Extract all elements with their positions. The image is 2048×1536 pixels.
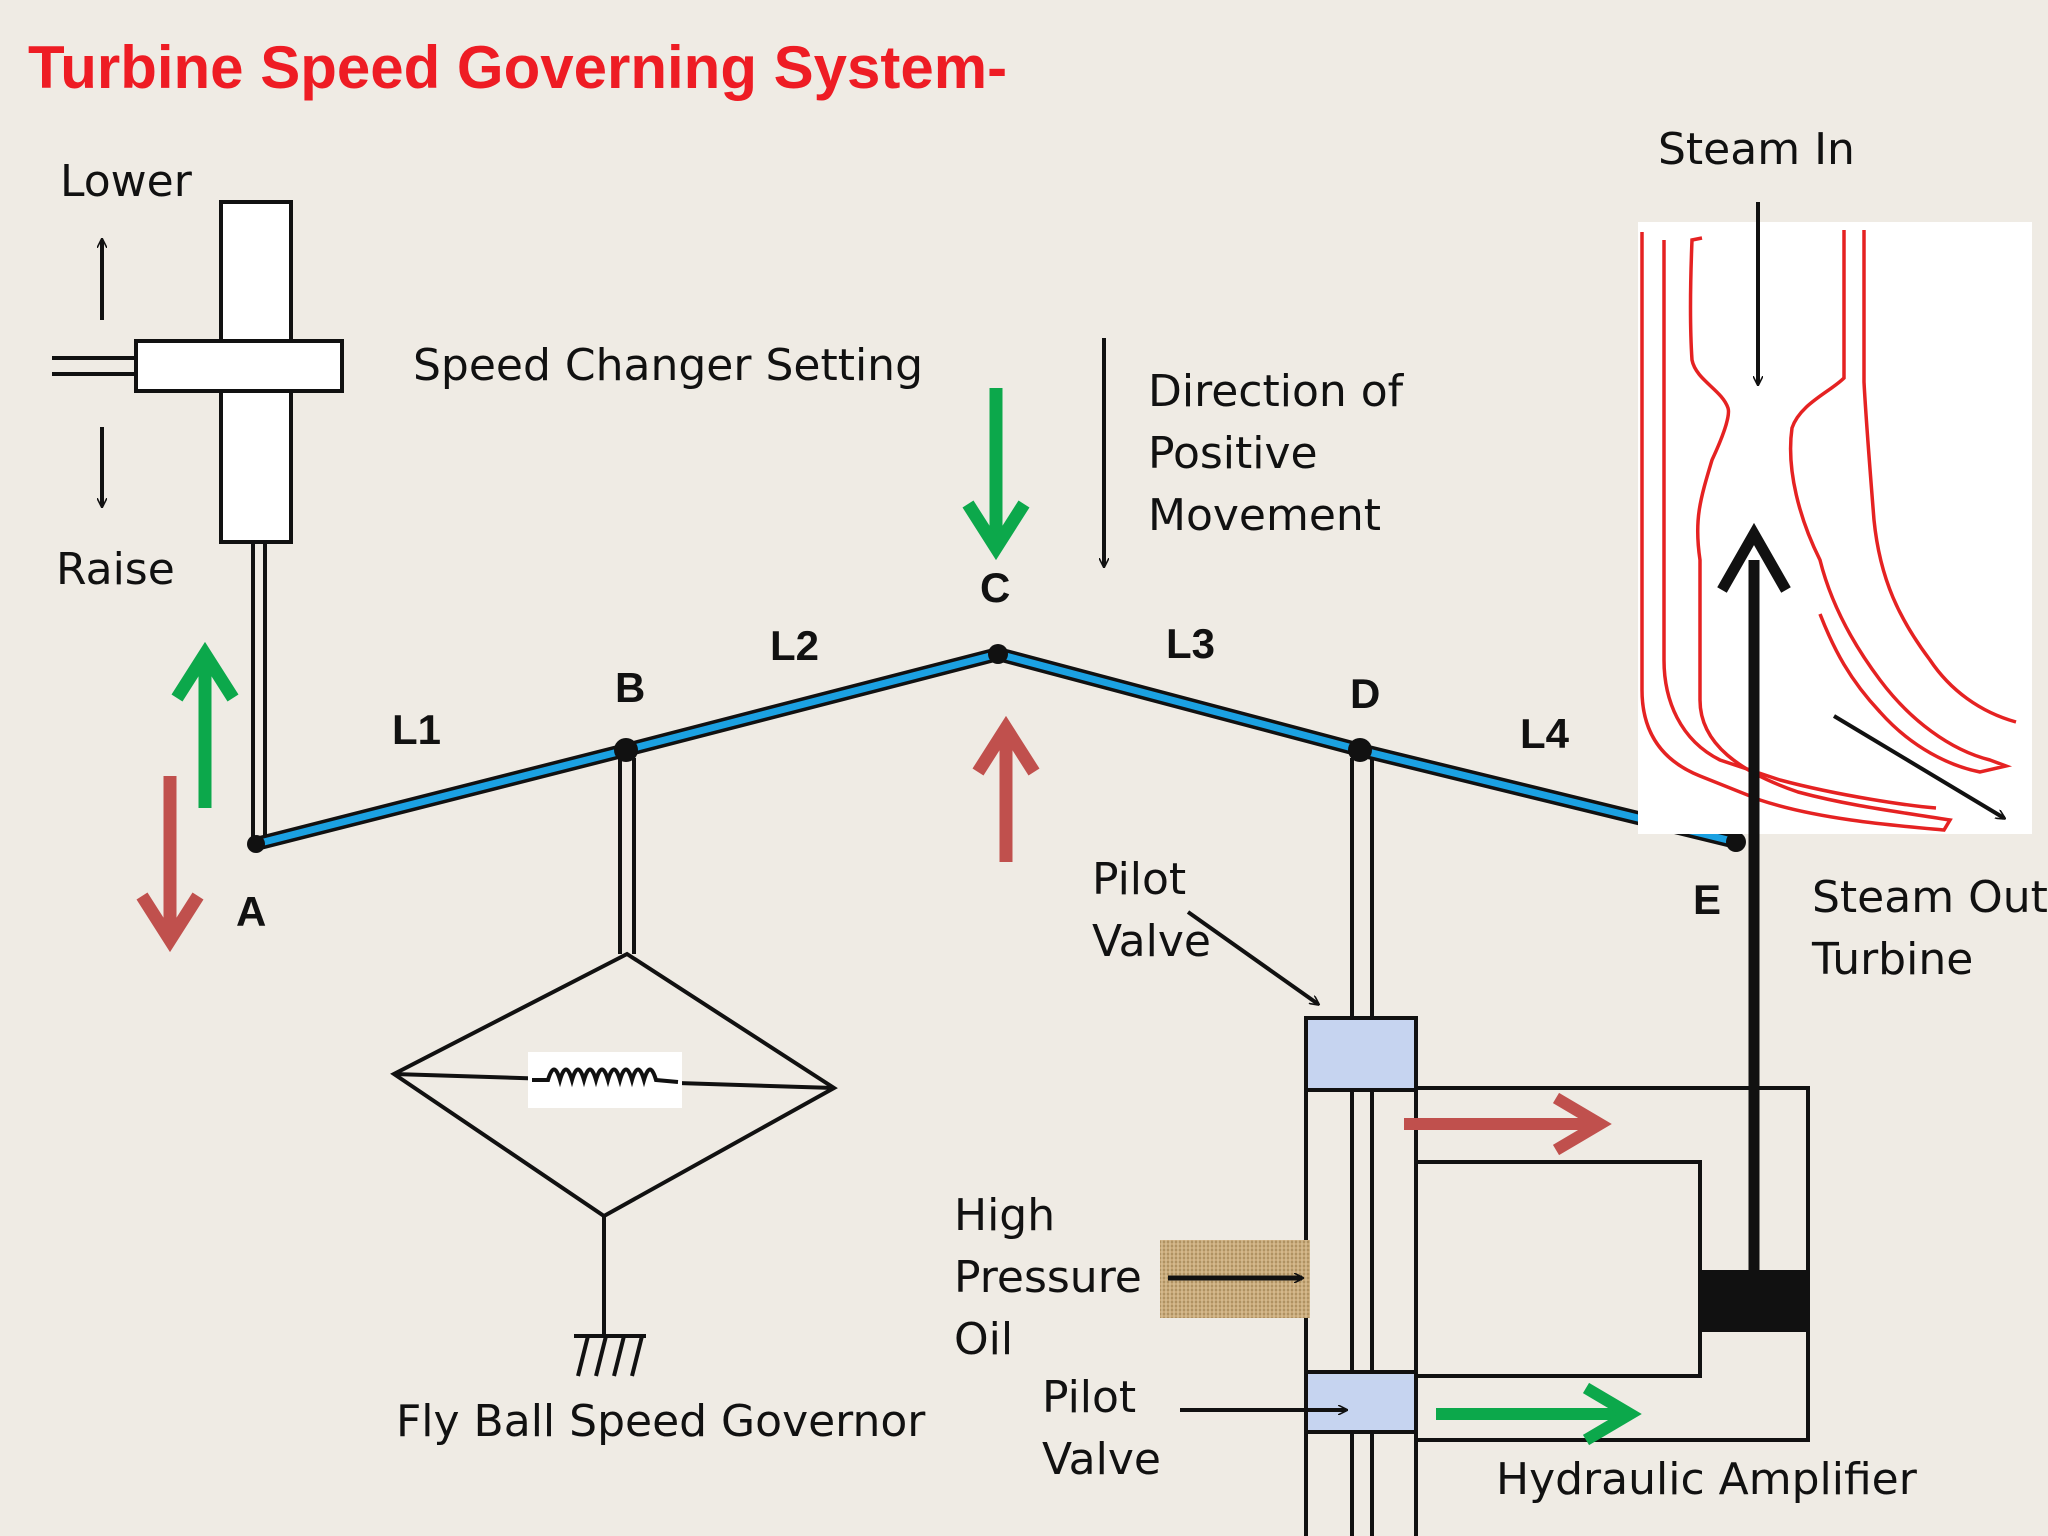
speed-changer bbox=[52, 200, 344, 844]
point-label-d: D bbox=[1350, 670, 1380, 717]
hydraulic-amplifier bbox=[1416, 1086, 1810, 1442]
red-up-arrow-c bbox=[972, 715, 1040, 862]
direction-label-line3: Movement bbox=[1148, 490, 1381, 541]
point-label-e: E bbox=[1693, 876, 1721, 923]
high-pressure-oil-line1: High bbox=[954, 1190, 1055, 1241]
speed-changer-crosshead bbox=[134, 339, 344, 393]
pilot-valve-upper-spool bbox=[1304, 1016, 1418, 1092]
point-label-c: C bbox=[980, 564, 1010, 611]
pilot-valve-upper-label-line1: Pilot bbox=[1092, 854, 1186, 905]
valve-stem-arrowhead bbox=[1717, 522, 1791, 593]
steam-in-label: Steam In bbox=[1658, 124, 1855, 175]
raise-label: Raise bbox=[56, 544, 175, 595]
steam-out-label-line2: Turbine bbox=[1811, 934, 1973, 985]
pivot-point-b bbox=[614, 738, 638, 762]
fly-ball-governor bbox=[390, 758, 838, 1336]
green-up-arrow-a bbox=[171, 641, 239, 808]
high-pressure-oil-line2: Pressure bbox=[954, 1252, 1142, 1303]
pilot-valve-lower-label-line2: Valve bbox=[1042, 1434, 1161, 1485]
governor-label: Fly Ball Speed Governor bbox=[396, 1396, 926, 1447]
steam-out-arrow bbox=[1832, 714, 2004, 818]
green-flow-arrow bbox=[1436, 1382, 1642, 1446]
pilot-valve-lower-label-line1: Pilot bbox=[1042, 1372, 1136, 1423]
speed-changer-setting-label: Speed Changer Setting bbox=[413, 340, 923, 391]
point-label-a: A bbox=[236, 888, 266, 935]
page-title: Turbine Speed Governing System- bbox=[28, 34, 1007, 101]
green-down-arrow-c bbox=[962, 388, 1030, 561]
pivot-point-a bbox=[247, 835, 265, 853]
link-label-l3: L3 bbox=[1166, 620, 1215, 667]
spring-icon bbox=[528, 1052, 682, 1108]
high-pressure-oil-line3: Oil bbox=[954, 1314, 1013, 1365]
steam-out-label-line1: Steam Out bbox=[1812, 872, 2048, 923]
link-label-l2: L2 bbox=[770, 622, 819, 669]
ground-icon bbox=[574, 1334, 646, 1377]
lower-label: Lower bbox=[60, 156, 193, 207]
pilot-valve-upper-pointer bbox=[1186, 910, 1318, 1004]
point-label-b: B bbox=[615, 664, 645, 711]
hydraulic-amplifier-label: Hydraulic Amplifier bbox=[1496, 1454, 1918, 1505]
red-flow-arrow bbox=[1404, 1092, 1612, 1156]
servo-piston bbox=[1700, 1270, 1808, 1332]
direction-label-line1: Direction of bbox=[1148, 366, 1405, 417]
link-label-l4: L4 bbox=[1520, 710, 1570, 757]
pivot-point-d bbox=[1348, 738, 1372, 762]
pilot-valve-upper-label-line2: Valve bbox=[1092, 916, 1211, 967]
pivot-point-e bbox=[1726, 832, 1746, 852]
nozzle-panel bbox=[1638, 222, 2032, 834]
pilot-valve-lower-spool bbox=[1304, 1370, 1418, 1434]
direction-label-line2: Positive bbox=[1148, 428, 1318, 479]
link-label-l1: L1 bbox=[392, 706, 441, 753]
red-down-arrow-a bbox=[136, 776, 204, 953]
pivot-point-c bbox=[988, 644, 1008, 664]
